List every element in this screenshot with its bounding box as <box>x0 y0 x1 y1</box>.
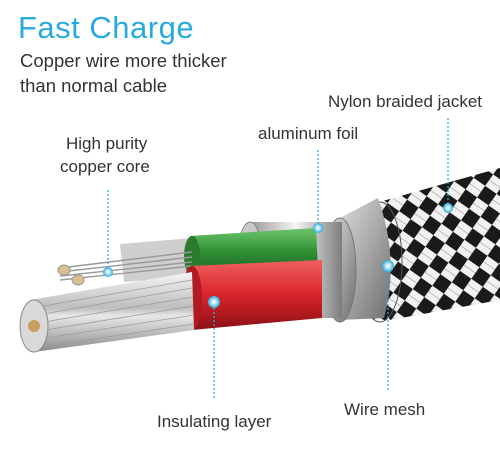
foil-callout-dot <box>313 223 323 233</box>
red-wire <box>182 260 322 330</box>
page-title: Fast Charge <box>18 10 195 45</box>
label-core-line-1: High purity <box>66 134 148 153</box>
label-insulating-layer: Insulating layer <box>157 412 272 431</box>
subtitle-line-2: than normal cable <box>20 75 168 96</box>
insulating-callout-dot <box>208 296 220 308</box>
nylon-callout-dot <box>443 203 453 213</box>
label-wire-mesh: Wire mesh <box>344 400 426 419</box>
label-core-line-2: copper core <box>60 157 150 176</box>
small-strands <box>57 264 85 286</box>
mesh-callout-dot <box>382 260 394 272</box>
copper-core <box>19 272 195 353</box>
core-callout-dot <box>103 267 113 277</box>
label-nylon-jacket: Nylon braided jacket <box>328 92 483 111</box>
label-aluminum-foil: aluminum foil <box>258 124 359 143</box>
subtitle-line-1: Copper wire more thicker <box>20 50 227 71</box>
